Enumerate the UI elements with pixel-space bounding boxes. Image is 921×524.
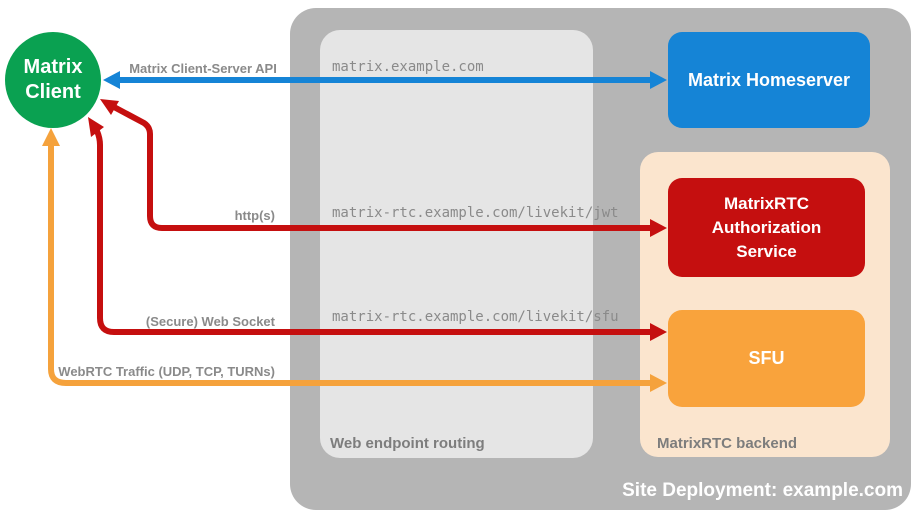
matrixrtc-auth-service-node: MatrixRTC Authorization Service — [668, 178, 865, 277]
webrtc-traffic-label: WebRTC Traffic (UDP, TCP, TURNs) — [58, 364, 275, 379]
https-label: http(s) — [234, 208, 275, 223]
endpoint-matrix-example-com: matrix.example.com — [332, 59, 484, 75]
sfu-node: SFU — [668, 310, 865, 407]
site-deployment-caption: Site Deployment: example.com — [622, 480, 903, 501]
matrix-homeserver-label: Matrix Homeserver — [687, 69, 851, 90]
sfu-label: SFU — [748, 348, 785, 368]
https-arrowhead-client — [100, 99, 119, 115]
client-server-api-label: Matrix Client-Server API — [129, 61, 277, 76]
matrixrtc-auth-service-label: MatrixRTC Authorization Service — [711, 193, 822, 261]
web-endpoint-routing-caption: Web endpoint routing — [330, 435, 485, 452]
client-server-api-arrowhead-left — [103, 71, 120, 89]
matrix-homeserver-node: Matrix Homeserver — [668, 32, 870, 128]
websocket-arrowhead-client — [88, 117, 104, 137]
matrix-client-node: Matrix Client — [5, 32, 101, 128]
webrtc-arrowhead-client — [42, 128, 60, 146]
matrixrtc-backend-caption: MatrixRTC backend — [657, 435, 798, 452]
websocket-label: (Secure) Web Socket — [145, 314, 275, 329]
endpoint-livekit-sfu: matrix-rtc.example.com/livekit/sfu — [332, 309, 619, 325]
web-endpoint-routing-container — [320, 30, 593, 458]
endpoint-livekit-jwt: matrix-rtc.example.com/livekit/jwt — [332, 205, 619, 221]
matrix-client-label: Matrix Client — [23, 56, 83, 103]
